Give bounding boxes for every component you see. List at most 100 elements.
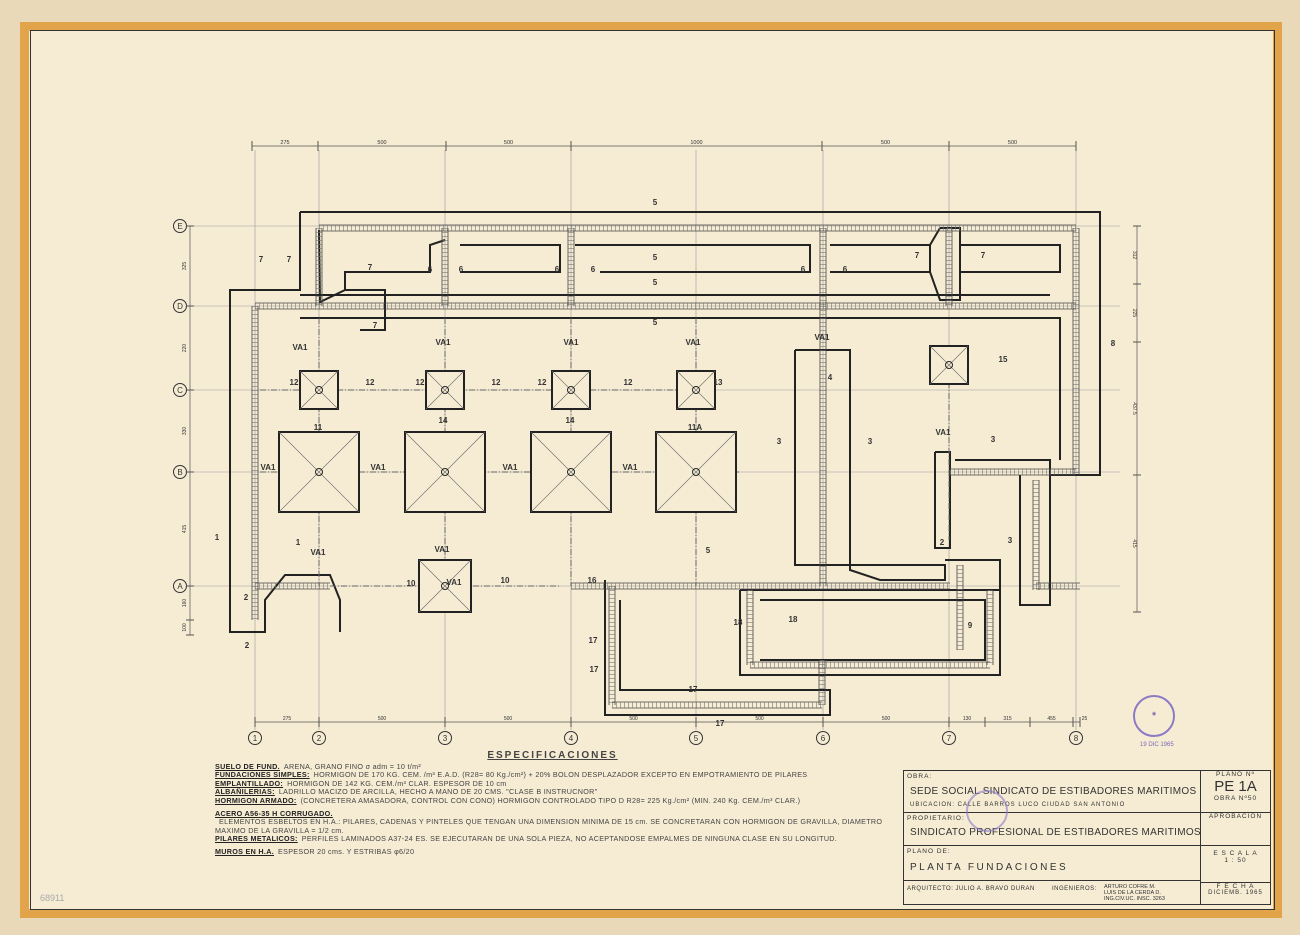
section-mark: 1 — [296, 538, 301, 547]
plano-number: PE 1A — [1214, 778, 1257, 795]
specs-title: ESPECIFICACIONES — [487, 750, 618, 761]
footing-outline — [460, 244, 561, 273]
footing-outline — [300, 317, 1061, 460]
left-dimension: 220 — [182, 344, 188, 353]
pad-diagonal — [530, 431, 612, 513]
pad-diagonal — [655, 431, 737, 513]
spec-label: MUROS EN H.A. — [215, 846, 275, 856]
footing-outline — [960, 244, 1061, 273]
section-mark: 1 — [215, 533, 220, 542]
footing-outline — [229, 212, 341, 633]
section-mark: 7 — [915, 251, 920, 260]
plano-label: PLANO DE: — [907, 848, 951, 855]
section-mark: 6 — [843, 265, 848, 274]
spec-line: ELEMENTOS ESBELTOS EN H.A.: PILARES, CAD… — [215, 817, 890, 835]
section-mark: 6 — [591, 265, 596, 274]
section-mark: 2 — [245, 641, 250, 650]
section-mark: VA1 — [447, 578, 463, 587]
footing-outline — [739, 589, 1001, 676]
column-mark — [315, 468, 323, 476]
specifications: ESPECIFICACIONES SUELO DE FUND.ARENA, GR… — [215, 750, 890, 857]
arquitecto: ARQUITECTO: JULIO A. BRAVO DURAN — [907, 886, 1035, 892]
section-mark: VA1 — [261, 463, 277, 472]
column-mark — [945, 361, 953, 369]
left-dimension: 325 — [182, 262, 188, 271]
left-dimension: 330 — [182, 427, 188, 436]
section-mark: VA1 — [311, 548, 327, 557]
bottom-dimension: 500 — [882, 716, 891, 722]
top-dimension: 275 — [280, 140, 289, 146]
catalog-mark: 68911 — [40, 893, 65, 903]
section-mark: 6 — [801, 265, 806, 274]
propietario: SINDICATO PROFESIONAL DE ESTIBADORES MAR… — [910, 827, 1201, 838]
section-mark: VA1 — [436, 338, 452, 347]
section-mark: 16 — [588, 576, 597, 585]
column-mark — [441, 386, 449, 394]
section-mark: 7 — [287, 255, 292, 264]
spec-label: ACERO A56-35 H CORRUGADO. — [215, 808, 333, 818]
grid-bubble — [438, 731, 452, 745]
grid-bubble — [816, 731, 830, 745]
section-mark: 5 — [653, 318, 658, 327]
grid-row-label: B — [177, 468, 182, 477]
spec-text: (CONCRETERA AMASADORA, CONTROL CON CONO)… — [300, 795, 801, 805]
spec-line: ACERO A56-35 H CORRUGADO. — [215, 808, 890, 819]
section-mark: 5 — [653, 253, 658, 262]
section-mark: 15 — [999, 355, 1008, 364]
bottom-dimension: 275 — [283, 716, 292, 722]
spec-line: PILARES METALICOS:PERFILES LAMINADOS A37… — [215, 835, 890, 844]
footing-outline — [575, 244, 811, 273]
spec-text: LADRILLO MACIZO DE ARCILLA, HECHO A MANO… — [278, 787, 598, 797]
footing-outline — [794, 349, 946, 581]
bottom-dimension: 130 — [963, 716, 972, 722]
top-dimension: 500 — [881, 140, 890, 146]
approval-stamp: ◉ — [1133, 695, 1175, 737]
section-mark: 6 — [459, 265, 464, 274]
left-dimension: 100 — [182, 623, 188, 632]
footing-outline — [760, 599, 986, 661]
section-mark: 9 — [968, 621, 973, 630]
section-mark: 12 — [366, 378, 375, 387]
spec-text: ARENA, GRANO FINO σ adm = 10 t/m² — [283, 761, 422, 771]
section-mark: 10 — [407, 579, 416, 588]
section-mark: 5 — [706, 546, 711, 555]
right-dimension: 225 — [1131, 309, 1137, 318]
section-mark: 17 — [689, 685, 698, 694]
bottom-dimension: 500 — [504, 716, 513, 722]
grid-row-label: A — [177, 582, 183, 591]
grid-bubble — [564, 731, 578, 745]
section-mark: 5 — [653, 278, 658, 287]
spec-text: ESPESOR 20 cms. Y ESTRIBAS φ6/20 — [278, 846, 415, 856]
section-mark: VA1 — [503, 463, 519, 472]
section-mark: 11 — [314, 423, 323, 432]
section-mark: 12 — [538, 378, 547, 387]
grid-column-label: 5 — [694, 734, 699, 743]
grid-bubble — [942, 731, 956, 745]
section-mark: 7 — [259, 255, 264, 264]
grid-column-label: 1 — [253, 734, 258, 743]
section-mark: 13 — [714, 378, 723, 387]
spec-line: FUNDACIONES SIMPLES:HORMIGON DE 170 KG. … — [215, 770, 890, 780]
section-mark: VA1 — [293, 343, 309, 352]
section-mark: 17 — [716, 719, 725, 728]
top-dimension: 500 — [504, 140, 513, 146]
spec-line: EMPLANTILLADO:HORMIGON DE 142 KG. CEM./m… — [215, 779, 890, 789]
escala-label: E S C A L A — [1213, 850, 1258, 857]
bottom-dimension: 455 — [1047, 716, 1056, 722]
obra-name: SEDE SOCIAL SINDICATO DE ESTIBADORES MAR… — [910, 786, 1197, 797]
plano-n-label: PLANO Nº — [1216, 771, 1255, 778]
ingenieros-label: INGENIEROS: — [1052, 886, 1097, 892]
bottom-dimension: 315 — [1003, 716, 1012, 722]
fecha-value: DICIEMB. 1965 — [1208, 890, 1263, 896]
spec-text: ELEMENTOS ESBELTOS EN H.A.: PILARES, CAD… — [215, 817, 883, 835]
spec-line: MUROS EN H.A.ESPESOR 20 cms. Y ESTRIBAS … — [215, 846, 890, 857]
section-mark: 3 — [991, 435, 996, 444]
obra-number: OBRA Nº50 — [1213, 795, 1258, 802]
section-mark: 5 — [653, 198, 658, 207]
left-dimension: 415 — [182, 525, 188, 534]
grid-column-label: 7 — [947, 734, 952, 743]
column-mark — [567, 386, 575, 394]
title-stamp — [966, 790, 1008, 832]
aprobacion-label: APROBACION — [1208, 813, 1263, 820]
